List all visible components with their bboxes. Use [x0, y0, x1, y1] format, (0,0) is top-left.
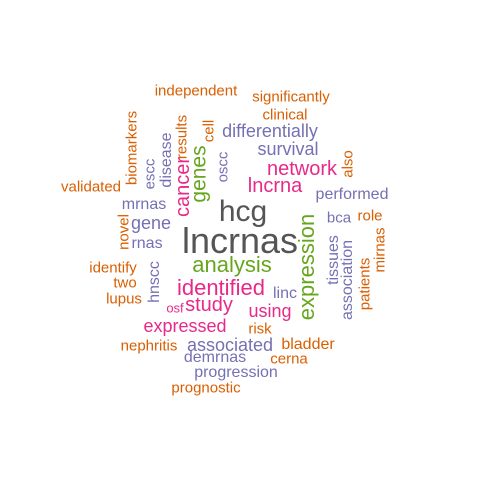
word-demrnas: demrnas: [183, 349, 247, 366]
word-network: network: [266, 158, 338, 180]
word-expressed: expressed: [143, 316, 227, 336]
word-performed: performed: [315, 186, 389, 203]
word-expression: expression: [294, 213, 319, 321]
word-also: also: [339, 150, 357, 178]
word-oscc: oscc: [214, 151, 232, 183]
word-independent: independent: [154, 82, 238, 100]
word-genes: genes: [187, 145, 211, 203]
word-progression: progression: [194, 364, 278, 381]
word-significantly: significantly: [252, 88, 330, 106]
word-mrnas: mrnas: [121, 196, 167, 213]
word-clinical: clinical: [262, 106, 308, 124]
word-linc: linc: [272, 285, 298, 302]
word-escc: escc: [141, 158, 159, 190]
word-hcg: hcg: [218, 195, 268, 228]
word-bca: bca: [326, 209, 352, 227]
word-two: two: [113, 274, 137, 292]
word-rnas: rnas: [131, 235, 163, 252]
word-study: study: [185, 294, 233, 316]
word-nephritis: nephritis: [120, 337, 178, 355]
word-survival: survival: [257, 139, 319, 159]
word-risk: risk: [248, 320, 272, 338]
word-cell: cell: [200, 119, 218, 143]
word-osf: osf: [166, 300, 184, 316]
word-patients: patients: [356, 257, 374, 311]
word-analysis: analysis: [192, 252, 272, 277]
word-cerna: cerna: [270, 350, 308, 368]
word-novel: novel: [115, 214, 133, 250]
word-differentially: differentially: [222, 121, 318, 141]
word-hnscc: hnscc: [146, 261, 163, 303]
word-identified: identified: [176, 275, 266, 300]
word-identify: identify: [89, 259, 137, 277]
word-using: using: [248, 301, 292, 321]
word-validated: validated: [60, 178, 122, 196]
word-biomarkers: biomarkers: [123, 110, 141, 186]
word-mirnas: mirnas: [371, 227, 389, 273]
word-lncrna: lncrna: [247, 175, 303, 197]
word-prognostic: prognostic: [171, 379, 241, 397]
word-bladder: bladder: [281, 336, 335, 353]
word-lncrnas: lncrnas: [181, 220, 299, 261]
word-lupus: lupus: [106, 290, 142, 308]
word-gene: gene: [130, 213, 172, 233]
word-role: role: [357, 207, 383, 225]
word-association: association: [339, 239, 356, 321]
word-associated: associated: [186, 335, 274, 355]
